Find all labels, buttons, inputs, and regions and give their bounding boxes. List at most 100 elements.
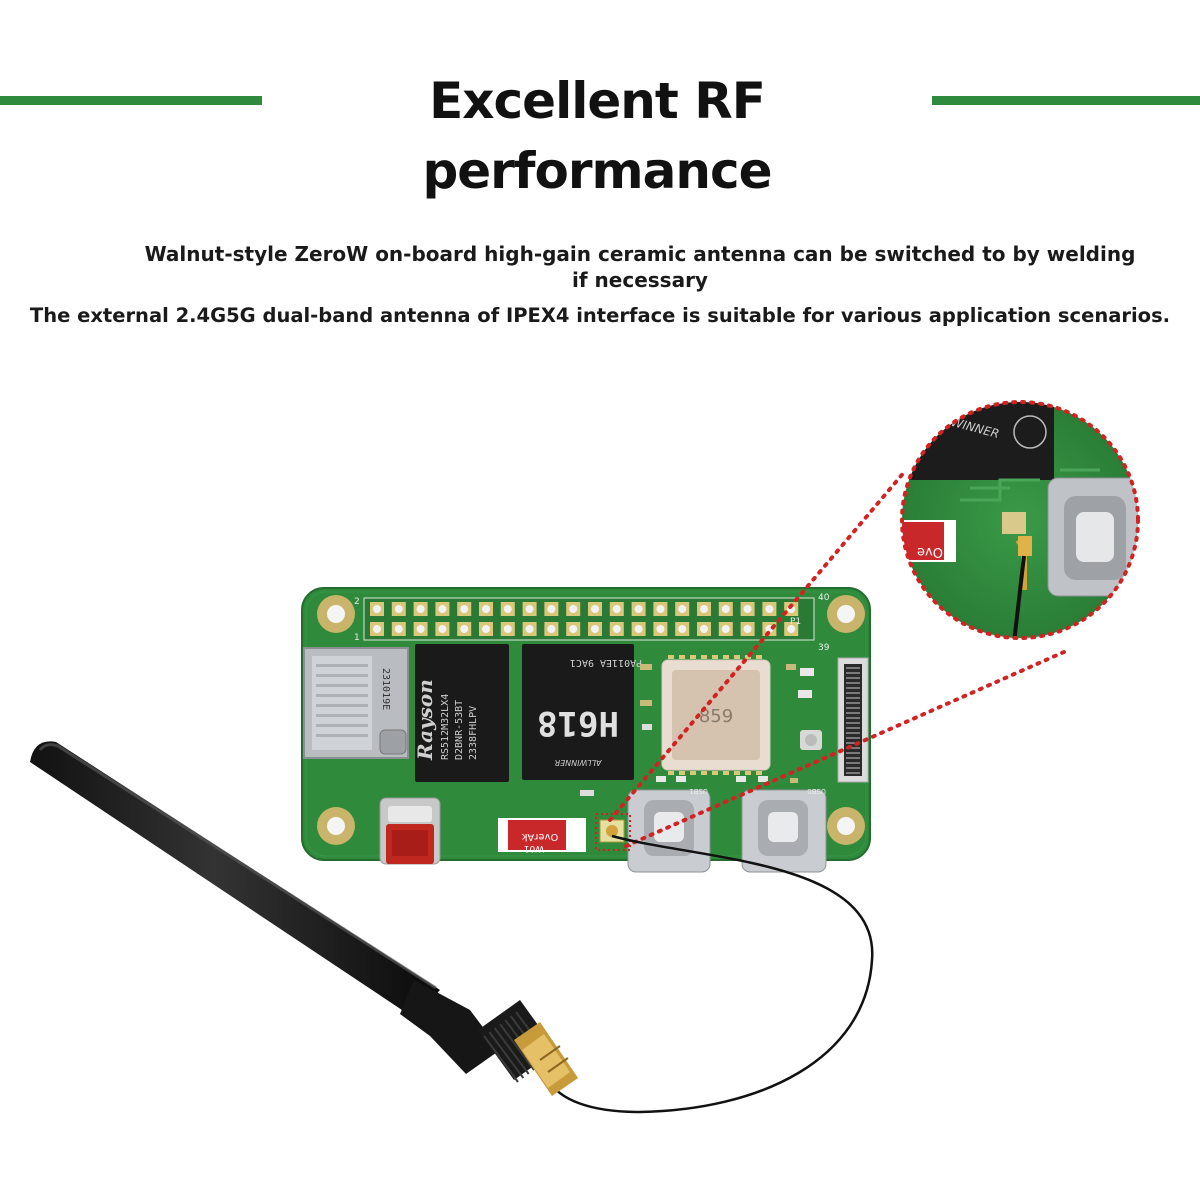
pin-label-40: 40 [818,593,830,603]
header-line-right [932,96,1200,105]
wifi-module: 859 [661,655,771,775]
gpio-pin-hole [482,605,490,613]
gpio-pin-hole [394,625,403,633]
gpio-pin-hole [482,625,490,633]
sd-card-slot: 231019E [303,647,409,759]
overak-badge: OverAk W01 [498,818,586,853]
usb-c-port-0: USB0 [741,787,827,873]
gpio-pin-hole [612,605,621,613]
gpio-pin-hole [416,625,425,633]
zoom-badge-text: Ove [917,544,943,559]
knurl-line [493,1027,530,1075]
gpio-pin-hole [525,625,534,633]
pin-label-39: 39 [818,643,830,653]
description-line-1: Walnut-style ZeroW on-board high-gain ce… [144,242,1136,292]
module-pad [701,655,707,659]
knurl-line [488,1031,525,1079]
knurl-line [483,1035,519,1083]
wifi-module-label: 859 [699,706,733,727]
fpc-connector [837,657,869,783]
small-components [580,664,822,796]
memory-line-1: RS512M32LX4 [440,694,451,760]
gpio-pin-hole [743,625,752,633]
gpio-pin-hole [612,625,621,633]
module-pad [756,655,762,659]
soc-model: H618 [537,703,619,743]
usb-c-port-1: USB1 [627,787,711,873]
header-label: P1 [790,617,801,627]
soc-top: PA011EA 9AC1 [570,657,642,668]
gpio-pin-hole [547,625,556,633]
gpio-pin-hole [721,625,730,633]
module-pad [679,771,685,775]
gpio-pin-hole [678,625,687,633]
gpio-pin-hole [438,605,447,613]
sd-stripe [316,694,368,697]
module-pad [690,771,696,775]
antenna-cable [546,834,874,1114]
gpio-pin-hole [765,605,774,613]
memory-brand: Rayson [413,679,437,761]
gpio-pin-hole [373,605,381,613]
sd-stripe [316,674,368,677]
gpio-pin-hole [634,605,643,613]
gpio-pin-hole [656,625,665,633]
mounting-holes [317,595,865,845]
sd-stripe [316,684,368,687]
module-pad [745,771,751,775]
sd-stripe [316,734,368,737]
gpio-pin-hole [394,605,403,613]
module-pad [712,655,718,659]
header-line-left [0,96,262,105]
pin-label-2: 2 [354,597,360,607]
module-pad [745,655,751,659]
badge-line-1: OverAk [521,831,558,842]
gpio-pin-hole [438,625,447,633]
module-pad [723,771,729,775]
module-pad [679,655,685,659]
sd-stripe [316,704,368,707]
gpio-pin-hole [569,625,578,633]
description-line-2: The external 2.4G5G dual-band antenna of… [29,304,1171,327]
gpio-pin-hole [416,605,425,613]
gpio-pin-hole [787,625,796,633]
module-pad [690,655,696,659]
memory-chip: Rayson RS512M32LX4 D2BNR-53BT 2338FHLPV [413,644,509,782]
module-pad [734,771,740,775]
gpio-pin-hole [700,605,708,613]
soc-chip: PA011EA 9AC1 H618 ALLWINNER [522,644,642,780]
gpio-pin-hole [460,605,469,613]
gpio-pin-hole [591,625,599,633]
gpio-pin-hole [460,625,469,633]
gpio-pin-hole [373,625,381,633]
gpio-pin-hole [634,625,643,633]
sd-stripe [316,714,368,717]
gpio-pin-hole [700,625,708,633]
sd-label: 231019E [380,668,391,710]
pin-label-1: 1 [354,633,360,643]
module-pad [734,655,740,659]
gpio-pin-hole [656,605,665,613]
badge-line-2: W01 [524,843,544,853]
module-pad [756,771,762,775]
memory-line-2: D2BNR-53BT [454,700,465,760]
gpio-pin-hole [721,605,730,613]
external-antenna [30,741,578,1096]
soc-brand: ALLWINNER [555,758,603,767]
zoom-inset: ALLWINNER Ove [900,400,1140,640]
gpio-header: 2 1 40 39 P1 [354,593,830,653]
gpio-pin-hole [591,605,599,613]
module-pad [701,771,707,775]
page-title: Excellent RF performance [422,72,772,200]
zoom-callout-lines [595,468,1066,851]
gpio-pin-hole [678,605,687,613]
gpio-pin-hole [547,605,556,613]
gpio-pin-hole [525,605,534,613]
gpio-pin-hole [743,605,752,613]
knurl-line [499,1023,535,1071]
mini-hdmi-port [379,797,441,865]
module-pad [723,655,729,659]
sd-stripe [316,664,368,667]
usb-label-0: USB0 [807,787,826,795]
